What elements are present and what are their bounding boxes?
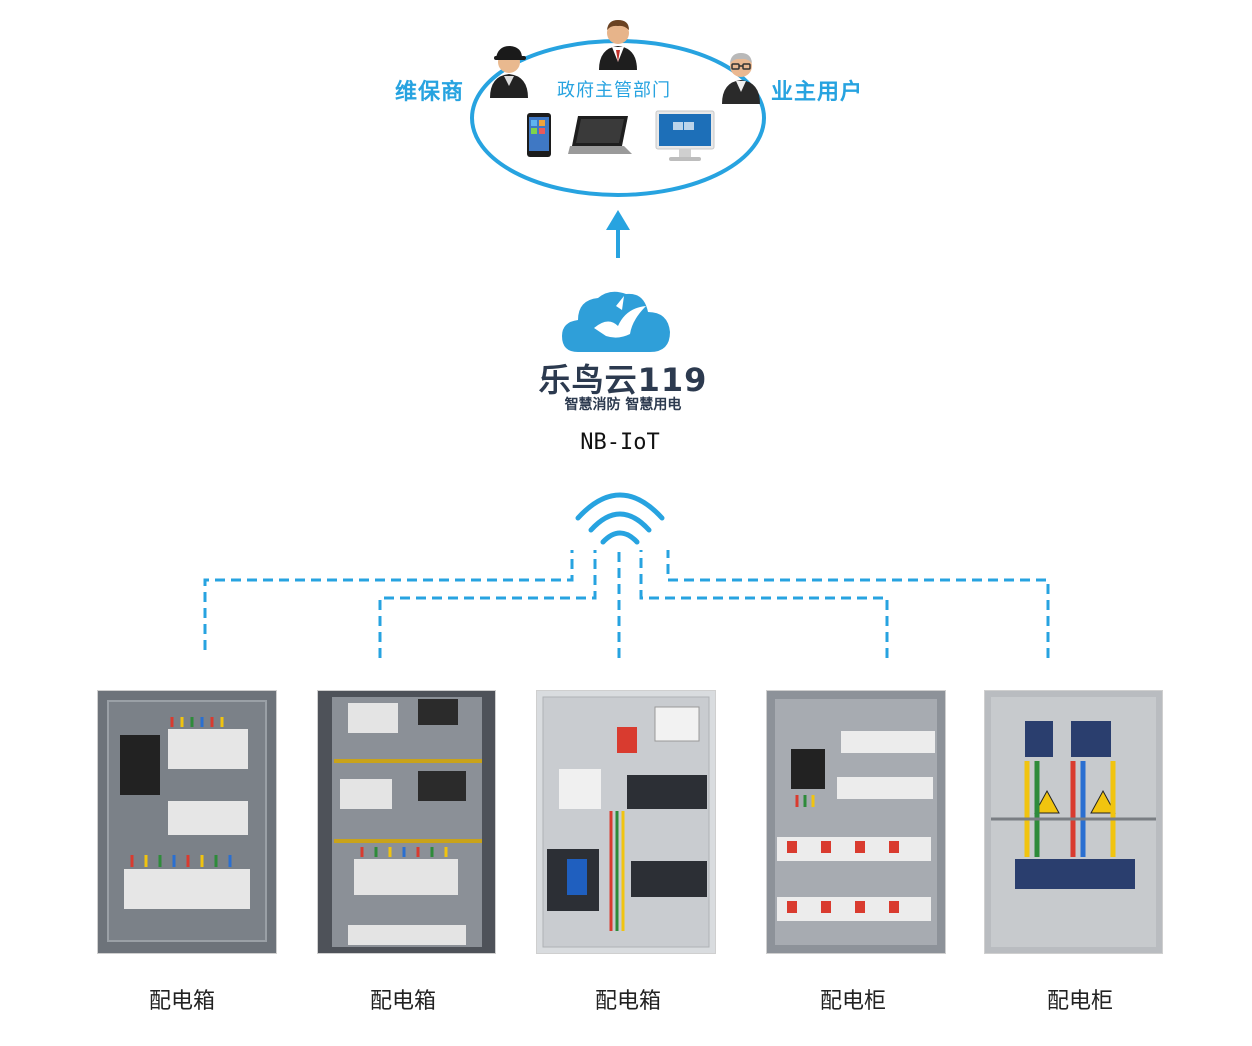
cabinet-label-1: 配电箱	[148, 989, 215, 1014]
smartphone-icon	[527, 113, 551, 157]
cabinet-label-2: 配电箱	[369, 989, 436, 1014]
cabinet-photo-1	[97, 690, 277, 954]
laptop-icon	[568, 116, 632, 154]
link-cabinet-1	[203, 550, 574, 650]
owner-user-icon	[722, 53, 760, 104]
government-official-icon	[599, 20, 637, 70]
network-protocol-label: NB-IoT	[580, 430, 660, 455]
link-cabinet-4	[639, 550, 889, 658]
wireless-signal-icon	[575, 492, 665, 545]
cloud-logo-icon	[562, 291, 670, 352]
link-cabinet-5	[666, 550, 1050, 658]
upload-arrow	[606, 210, 630, 258]
platform-brand-name: 乐鸟云119	[538, 361, 708, 399]
cabinet-label-5: 配电柜	[1046, 989, 1113, 1014]
cabinet-label-3: 配电箱	[594, 989, 661, 1014]
desktop-monitor-icon	[655, 110, 715, 161]
cabinet-photo-4	[766, 690, 946, 954]
cabinet-photo-5	[984, 690, 1163, 954]
link-cabinet-2	[378, 550, 597, 658]
government-label: 政府主管部门	[557, 80, 671, 101]
cabinet-label-4: 配电柜	[819, 989, 886, 1014]
platform-slogan: 智慧消防 智慧用电	[564, 397, 682, 413]
cabinet-photo-3	[536, 690, 716, 954]
owner-label: 业主用户	[771, 80, 864, 105]
cabinet-photo-2	[317, 690, 496, 954]
maintainer-label: 维保商	[395, 80, 465, 105]
maintainer-person-icon	[490, 46, 528, 98]
